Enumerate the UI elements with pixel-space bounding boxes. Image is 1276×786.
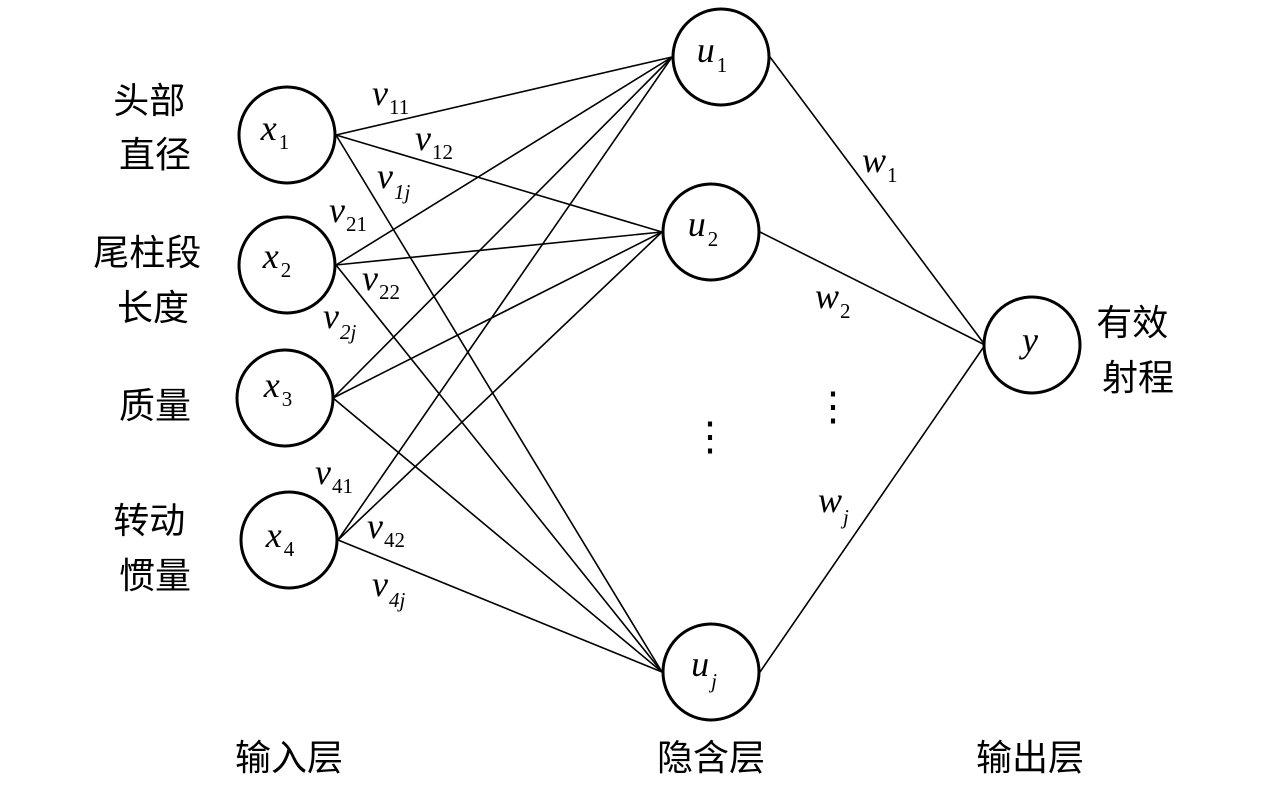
weight-w2: w2 bbox=[815, 276, 851, 323]
hidden-node-u2: u2 bbox=[661, 182, 761, 282]
hidden-ellipsis: ⋮ bbox=[690, 414, 730, 459]
edge-uj-y bbox=[759, 344, 986, 673]
input-node-x2: x2 bbox=[237, 215, 337, 315]
edge-x3-uj bbox=[332, 397, 663, 673]
edge-u2-y bbox=[759, 231, 986, 346]
weight-v21: v21 bbox=[329, 190, 367, 236]
weight-v41: v41 bbox=[315, 452, 353, 498]
output-weight-ellipsis: ⋮ bbox=[813, 384, 853, 429]
edge-u1-y bbox=[769, 56, 986, 346]
edge-x3-u1 bbox=[332, 56, 673, 399]
layer-title-hidden: 隐含层 bbox=[657, 738, 765, 779]
feature-label-tail-length: 尾柱段 长度 bbox=[93, 233, 212, 329]
svg-text:x2: x2 bbox=[262, 236, 291, 282]
weight-w1: w1 bbox=[862, 140, 898, 187]
input-feature-labels: 头部 直径 尾柱段 长度 质量 转动 惯量 bbox=[93, 81, 212, 597]
svg-text:u1: u1 bbox=[697, 30, 728, 77]
svg-text:x1: x1 bbox=[260, 108, 289, 154]
layer-title-input: 输入层 bbox=[235, 738, 343, 779]
input-node-x1: x1 bbox=[237, 85, 337, 185]
input-hidden-edges bbox=[332, 56, 673, 673]
weight-v42: v42 bbox=[367, 506, 405, 552]
output-label-effective-range: 有效 射程 bbox=[1096, 303, 1179, 399]
weight-v1j: v1j bbox=[377, 156, 410, 204]
input-layer-nodes: x1 x2 x3 x4 bbox=[235, 85, 339, 590]
svg-text:y: y bbox=[1019, 320, 1038, 360]
weight-v12: v12 bbox=[415, 118, 453, 164]
edge-x4-u1 bbox=[337, 56, 673, 541]
feature-label-head-diameter: 头部 直径 bbox=[113, 81, 196, 176]
input-node-x4: x4 bbox=[239, 490, 339, 590]
weight-v2j: v2j bbox=[323, 296, 356, 344]
output-node-y: y bbox=[982, 295, 1082, 395]
hidden-node-u1: u1 bbox=[671, 7, 771, 107]
svg-text:x3: x3 bbox=[263, 365, 292, 411]
hidden-output-edges bbox=[759, 56, 986, 673]
svg-text:uj: uj bbox=[691, 644, 717, 693]
weight-wj: wj bbox=[818, 480, 849, 529]
output-weight-labels: w1 w2 wj bbox=[815, 140, 898, 529]
hidden-layer-nodes: u1 u2 uj bbox=[661, 7, 771, 722]
hidden-node-uj: uj bbox=[661, 622, 761, 722]
layer-title-output: 输出层 bbox=[976, 738, 1084, 779]
weight-v4j: v4j bbox=[372, 564, 405, 612]
edge-x4-uj bbox=[337, 539, 663, 673]
feature-label-mass: 质量 bbox=[119, 386, 191, 427]
feature-label-moment-of-inertia: 转动 惯量 bbox=[113, 501, 196, 597]
edge-x2-uj bbox=[335, 264, 663, 673]
edge-x3-u2 bbox=[332, 231, 663, 399]
weight-v22: v22 bbox=[362, 258, 400, 304]
input-node-x3: x3 bbox=[235, 348, 335, 448]
svg-text:x4: x4 bbox=[265, 515, 295, 561]
edge-x2-u1 bbox=[335, 56, 673, 266]
edge-x2-u2 bbox=[335, 231, 663, 266]
edge-x4-u2 bbox=[337, 231, 663, 541]
weight-v11: v11 bbox=[372, 73, 409, 119]
svg-text:u2: u2 bbox=[688, 204, 719, 251]
input-weight-labels: v11 v12 v1j v21 v22 v2j v41 v42 v4j bbox=[315, 73, 453, 612]
edge-x1-u1 bbox=[335, 56, 673, 136]
layer-titles: 输入层 隐含层 输出层 bbox=[235, 738, 1084, 779]
edge-x1-uj bbox=[335, 134, 663, 673]
edge-x1-u2 bbox=[335, 134, 663, 233]
